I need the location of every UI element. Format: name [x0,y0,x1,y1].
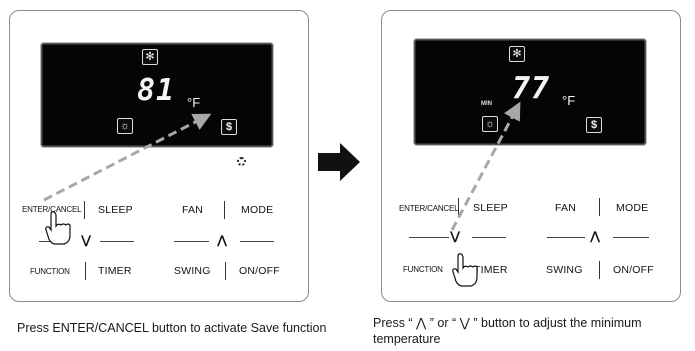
lcd-screen: ✻ MIN 77 °F ☼ $ [414,39,646,145]
transition-arrow-icon [318,143,360,181]
divider [599,261,601,279]
divider [39,241,67,243]
divider [409,237,449,239]
down-button[interactable]: ⋁ [81,233,92,247]
mode-button[interactable]: MODE [616,202,649,214]
on-off-button[interactable]: ON/OFF [239,265,280,277]
caption-right: Press “ ⋀ ” or “ ⋁ ” button to adjust th… [373,316,642,346]
temperature-unit: °F [562,93,576,108]
divider [613,237,649,239]
min-indicator: MIN [481,101,492,107]
right-remote-panel: ✻ MIN 77 °F ☼ $ ENTER/CANCEL SLEEP FAN M… [381,10,681,302]
sun-icon: ☼ [117,118,133,134]
up-button[interactable]: ⋀ [217,233,228,247]
sensor-icon [237,157,246,166]
divider [459,261,461,279]
mode-button[interactable]: MODE [241,204,274,216]
enter-cancel-button[interactable]: ENTER/CANCEL [399,204,459,213]
divider [547,237,585,239]
sleep-button[interactable]: SLEEP [98,204,133,216]
divider [472,237,506,239]
temperature-display: 81 [137,73,176,108]
swing-button[interactable]: SWING [174,265,211,277]
divider [85,262,87,280]
temperature-unit: °F [187,95,201,110]
timer-button[interactable]: TIMER [98,265,132,277]
enter-cancel-button[interactable]: ENTER/CANCEL [22,205,82,214]
function-button[interactable]: FUNCTION [30,267,70,276]
caption-left: Press ENTER/CANCEL button to activate Sa… [17,321,327,335]
divider [458,198,460,216]
divider [240,241,274,243]
divider [225,262,227,280]
divider [174,241,209,243]
up-button[interactable]: ⋀ [590,229,601,243]
temperature-display: 77 [512,71,551,106]
left-remote-panel: ✻ 81 °F ☼ $ ENTER/CANCEL SLEEP FAN MODE … [9,10,309,302]
dollar-icon: $ [221,119,237,135]
swing-button[interactable]: SWING [546,264,583,276]
fan-button[interactable]: FAN [182,204,204,216]
divider [224,201,226,219]
divider [84,201,86,219]
sleep-button[interactable]: SLEEP [473,202,508,214]
snowflake-icon: ✻ [509,46,525,62]
dollar-icon: $ [586,117,602,133]
divider [100,241,134,243]
lcd-screen: ✻ 81 °F ☼ $ [41,43,273,147]
down-button[interactable]: ⋁ [450,229,461,243]
snowflake-icon: ✻ [142,49,158,65]
timer-button[interactable]: TIMER [474,264,508,276]
fan-button[interactable]: FAN [555,202,577,214]
divider [599,198,601,216]
function-button[interactable]: FUNCTION [403,265,443,274]
on-off-button[interactable]: ON/OFF [613,264,654,276]
sun-icon: ☼ [482,116,498,132]
